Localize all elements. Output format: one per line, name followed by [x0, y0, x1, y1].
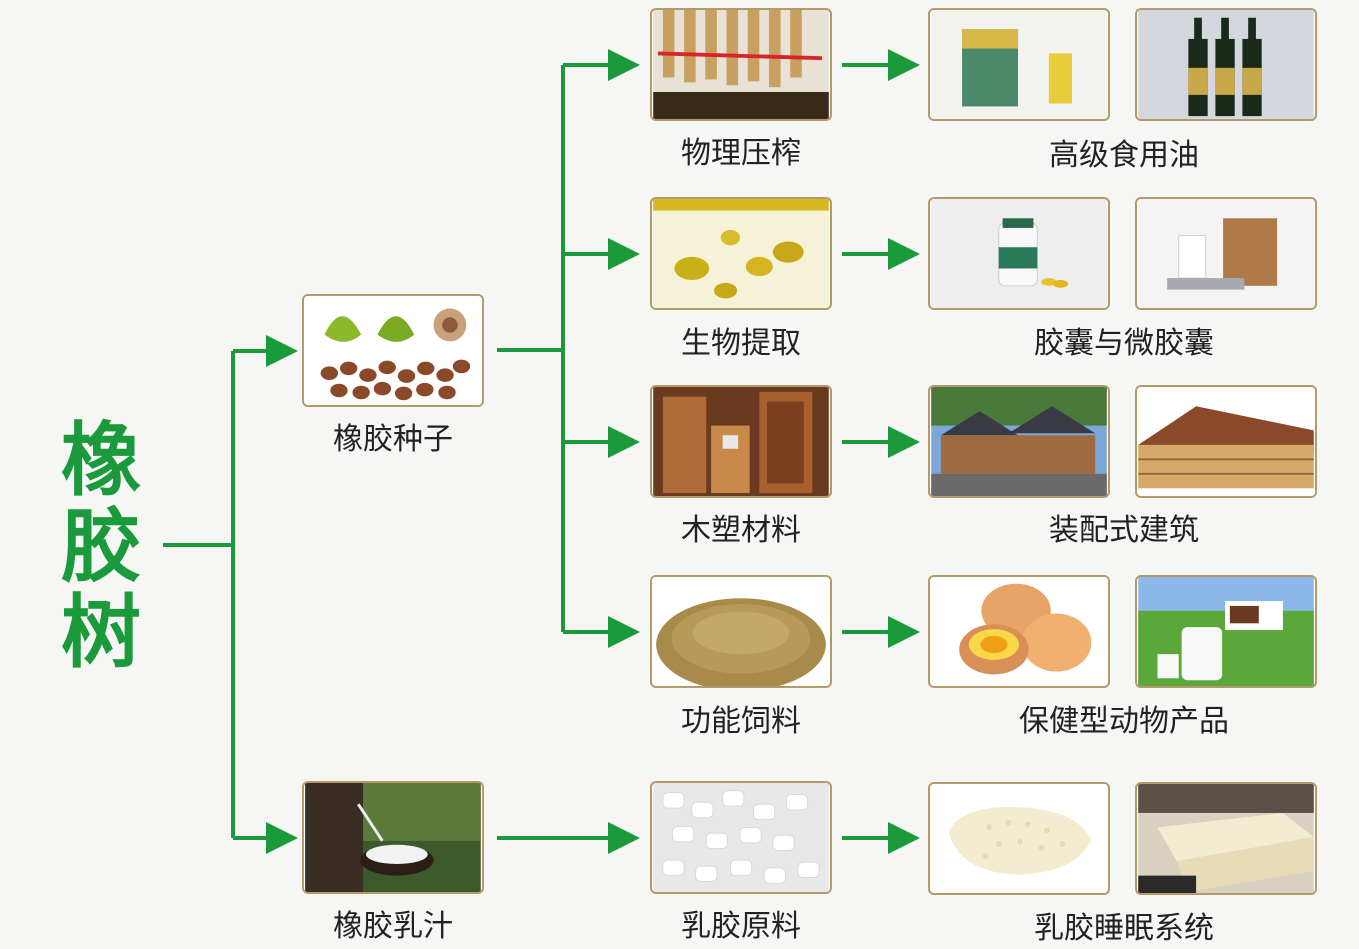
bio-image: [650, 197, 832, 310]
label-feed: 功能饲料: [681, 704, 801, 739]
wpc-image: [650, 385, 832, 498]
label-capsule: 胶囊与微胶囊: [1034, 326, 1214, 361]
latex-raw-image: [650, 781, 832, 894]
label-seed: 橡胶种子: [333, 422, 453, 457]
seed-image: [302, 294, 484, 407]
label-wpc: 木塑材料: [681, 513, 801, 548]
animal-image-1: [928, 575, 1110, 688]
label-sleep: 乳胶睡眠系统: [1034, 911, 1214, 946]
root-char: 胶: [61, 500, 141, 593]
oil-image-2: [1135, 8, 1317, 121]
label-latex: 橡胶乳汁: [333, 909, 453, 944]
root-title: 橡 胶 树: [56, 418, 146, 676]
capsule-image-2: [1135, 197, 1317, 310]
building-image-2: [1135, 385, 1317, 498]
root-char: 树: [61, 586, 141, 679]
capsule-image-1: [928, 197, 1110, 310]
label-latex-raw: 乳胶原料: [681, 909, 801, 944]
sleep-image-1: [928, 782, 1110, 895]
label-press: 物理压榨: [681, 136, 801, 171]
latex-image: [302, 781, 484, 894]
oil-image-1: [928, 8, 1110, 121]
label-bio: 生物提取: [681, 326, 801, 361]
sleep-image-2: [1135, 782, 1317, 895]
press-image: [650, 8, 832, 121]
label-oil: 高级食用油: [1049, 138, 1199, 173]
feed-image: [650, 575, 832, 688]
label-animal: 保健型动物产品: [1019, 704, 1229, 739]
label-building: 装配式建筑: [1049, 513, 1199, 548]
root-char: 橡: [61, 414, 141, 507]
animal-image-2: [1135, 575, 1317, 688]
building-image-1: [928, 385, 1110, 498]
